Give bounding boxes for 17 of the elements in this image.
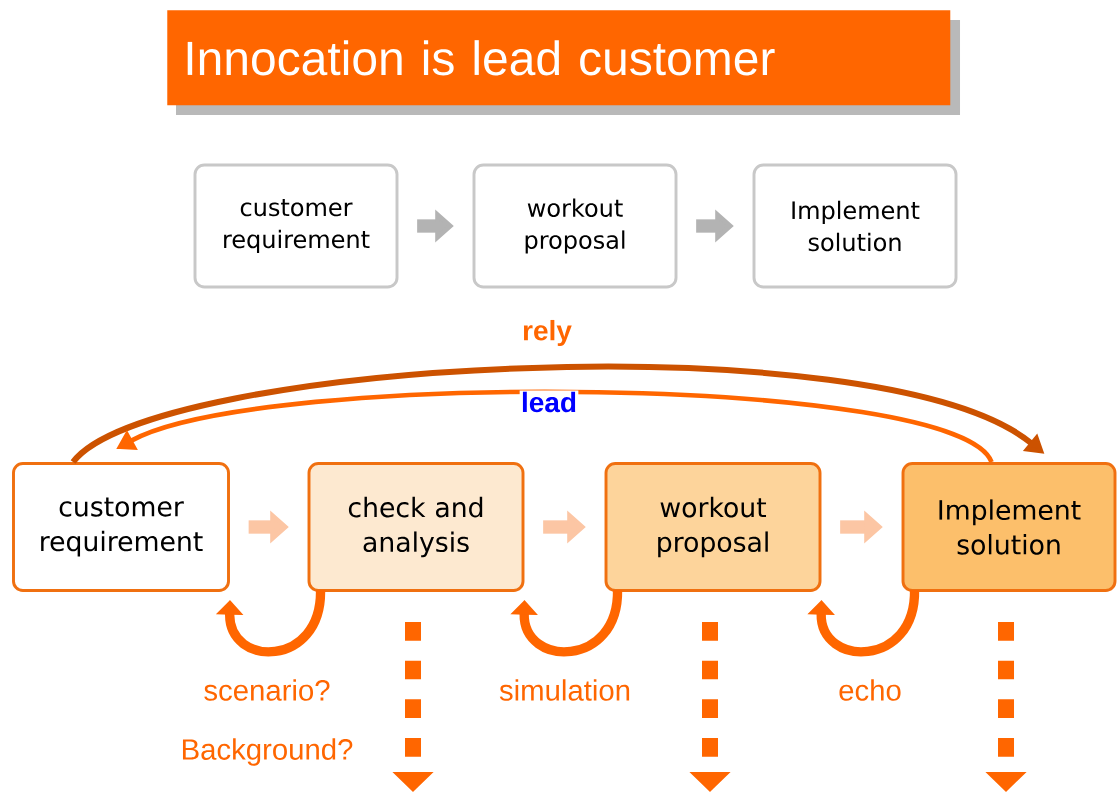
process-box: customer requirement bbox=[12, 462, 230, 592]
edge-label: lead bbox=[519, 390, 579, 414]
process-box: customer requirement bbox=[193, 163, 399, 289]
process-box: check and analysis bbox=[307, 462, 525, 592]
edge-label: echo bbox=[836, 677, 904, 703]
note-label: Background? bbox=[183, 738, 353, 766]
loop-arrow bbox=[807, 589, 920, 657]
process-box: workout proposal bbox=[472, 163, 678, 289]
edge-label: scenario? bbox=[202, 677, 332, 703]
loop-arrow bbox=[510, 589, 623, 657]
process-box: workout proposal bbox=[604, 462, 822, 592]
process-box: Implement solution bbox=[901, 462, 1117, 592]
process-box: Implement solution bbox=[752, 163, 958, 289]
edge-label: simulation bbox=[497, 677, 633, 703]
edge-label: rely bbox=[520, 318, 574, 348]
loop-arrow bbox=[215, 589, 326, 657]
title-banner: Innocation is lead customer bbox=[167, 10, 960, 115]
